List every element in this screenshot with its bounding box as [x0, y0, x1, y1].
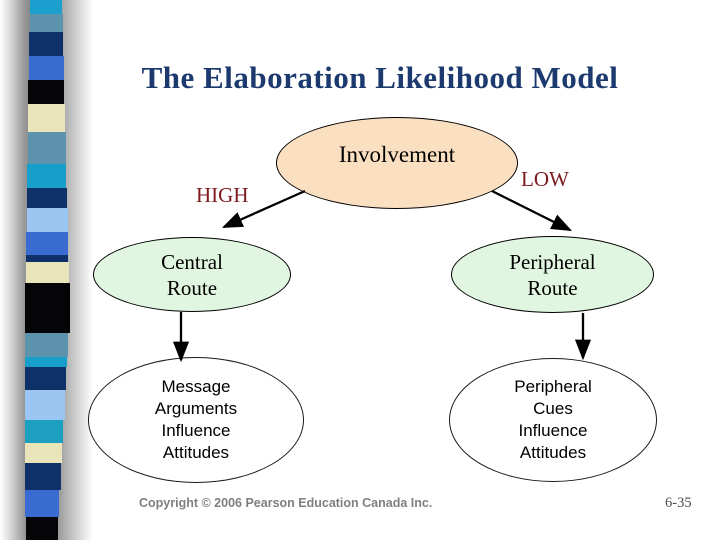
involvement-label: Involvement — [338, 142, 456, 167]
peripheral-cues-ellipse: Peripheral Cues Influence Attitudes — [449, 358, 657, 482]
ribbon-segment — [26, 232, 68, 255]
ribbon-segment — [27, 208, 68, 232]
ribbon-segment — [25, 443, 62, 463]
ribbon-segment — [26, 517, 58, 540]
ribbon-segment — [25, 333, 68, 357]
peripheral-cues-label: Peripheral Cues Influence Attitudes — [514, 377, 592, 462]
ribbon-segment — [28, 104, 65, 132]
ribbon-segment — [25, 490, 59, 517]
copyright-text: Copyright © 2006 Pearson Education Canad… — [139, 496, 433, 510]
ribbon-segment — [25, 390, 65, 420]
ribbon-segment — [25, 357, 67, 367]
ribbon-segment — [28, 80, 64, 104]
low-label: LOW — [521, 167, 569, 191]
message-arguments-label: Message Arguments Influence Attitudes — [154, 377, 238, 462]
central-route-ellipse: Central Route — [93, 237, 291, 312]
peripheral-route-label: Peripheral Route — [509, 249, 596, 300]
central-route-label: Central Route — [161, 249, 223, 300]
ribbon-segment — [29, 32, 63, 56]
ribbon-segment — [29, 56, 64, 80]
sidebar-ribbon — [0, 0, 100, 540]
peripheral-route-ellipse: Peripheral Route — [451, 236, 654, 313]
ribbon-segment — [25, 283, 70, 333]
slide-number: 6-35 — [665, 495, 692, 511]
ribbon-segment — [26, 262, 69, 283]
ribbon-segment — [25, 420, 63, 443]
page-title: The Elaboration Likelihood Model — [141, 60, 619, 95]
ribbon-segment — [28, 132, 66, 164]
ribbon-segment — [27, 188, 67, 208]
ribbon-segment — [25, 463, 61, 490]
ribbon-segment — [27, 164, 66, 188]
ribbon-segment — [26, 255, 68, 262]
ribbon-segment — [25, 367, 66, 390]
message-arguments-ellipse: Message Arguments Influence Attitudes — [88, 357, 304, 483]
ribbon-segment — [30, 14, 63, 32]
arrow-low-branch — [491, 189, 573, 232]
involvement-ellipse: Involvement — [276, 117, 518, 209]
high-label: HIGH — [196, 183, 249, 207]
ribbon-segment — [30, 0, 62, 14]
